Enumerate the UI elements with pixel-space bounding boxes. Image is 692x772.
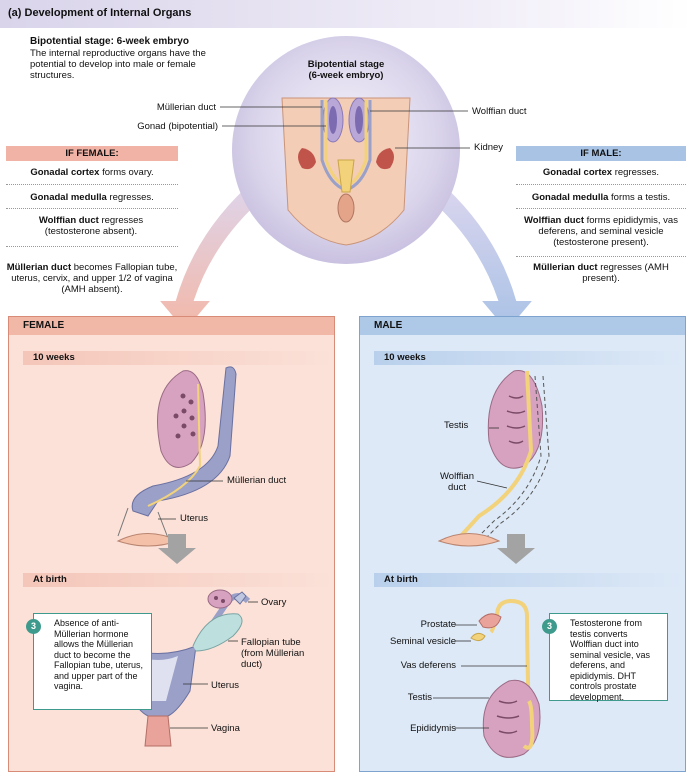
section-header: (a) Development of Internal Organs	[0, 0, 692, 28]
label-testis-10wk: Testis	[444, 420, 469, 431]
bipotential-heading: Bipotential stage: 6-week embryo	[30, 36, 189, 47]
male-arrow	[422, 176, 537, 330]
female-item-4: Müllerian duct becomes Fallopian tube, u…	[6, 262, 178, 295]
section-title: (a) Development of Internal Organs	[8, 7, 192, 19]
female-item-2: Gonadal medulla regresses.	[30, 192, 154, 203]
female-item-3: Wolffian duct regresses (testosterone ab…	[38, 215, 144, 237]
embryo-illustration	[155, 36, 537, 330]
male-panel-title: MALE	[360, 317, 685, 335]
step-number-badge: 3	[26, 619, 41, 634]
female-arrow	[155, 176, 270, 330]
divider	[516, 256, 686, 258]
label-epididymis: Epididymis	[410, 723, 456, 734]
label-uterus-10wk: Uterus	[180, 513, 208, 524]
female-stage-10wk: 10 weeks	[23, 351, 333, 365]
female-item-1: Gonadal cortex forms ovary.	[30, 167, 154, 178]
circle-title-2: (6-week embryo)	[308, 70, 384, 81]
label-wolffian: Wolffian duct	[472, 106, 527, 117]
female-note: Absence of anti-Müllerian hormone allows…	[33, 613, 152, 710]
label-prostate: Prostate	[420, 619, 456, 630]
divider	[6, 184, 178, 186]
label-testis: Testis	[407, 692, 432, 703]
male-note: Testosterone from testis converts Wolffi…	[549, 613, 668, 702]
divider	[6, 246, 178, 248]
if-female-bar: IF FEMALE:	[6, 146, 178, 161]
if-male-bar: IF MALE:	[516, 146, 686, 161]
female-panel-title: FEMALE	[9, 317, 334, 335]
label-mullerian: Müllerian duct	[156, 102, 216, 113]
male-item-4: Müllerian duct regresses (AMH present).	[533, 262, 669, 284]
label-female-mullerian: Müllerian duct	[227, 475, 287, 486]
female-stage-birth: At birth	[23, 573, 333, 587]
male-stage-10wk: 10 weeks	[374, 351, 684, 365]
female-note-text: Absence of anti-Müllerian hormone allows…	[54, 618, 144, 691]
male-illustration	[433, 369, 550, 758]
male-item-3: Wolffian duct forms epididymis, vas defe…	[524, 215, 678, 248]
label-vas-deferens: Vas deferens	[400, 660, 456, 671]
male-item-2: Gonadal medulla forms a testis.	[531, 192, 671, 203]
bipotential-text: The internal reproductive organs have th…	[30, 48, 206, 81]
divider	[6, 208, 178, 210]
label-vagina: Vagina	[211, 723, 240, 734]
label-seminal-vesicle: Seminal vesicle	[390, 636, 456, 647]
label-kidney: Kidney	[474, 142, 504, 153]
divider	[516, 184, 686, 186]
divider	[516, 208, 686, 210]
circle-title-1: Bipotential stage	[307, 59, 385, 70]
male-note-text: Testosterone from testis converts Wolffi…	[570, 618, 651, 702]
label-male-wolffian: Wolffian duct	[440, 471, 474, 493]
label-gonad: Gonad (bipotential)	[137, 121, 218, 132]
label-fallopian: Fallopian tube (from Müllerian duct)	[241, 637, 305, 670]
male-item-1: Gonadal cortex regresses.	[542, 167, 660, 178]
male-stage-birth: At birth	[374, 573, 684, 587]
label-uterus: Uterus	[211, 680, 239, 691]
step-number-badge: 3	[542, 619, 557, 634]
label-ovary: Ovary	[261, 597, 287, 608]
